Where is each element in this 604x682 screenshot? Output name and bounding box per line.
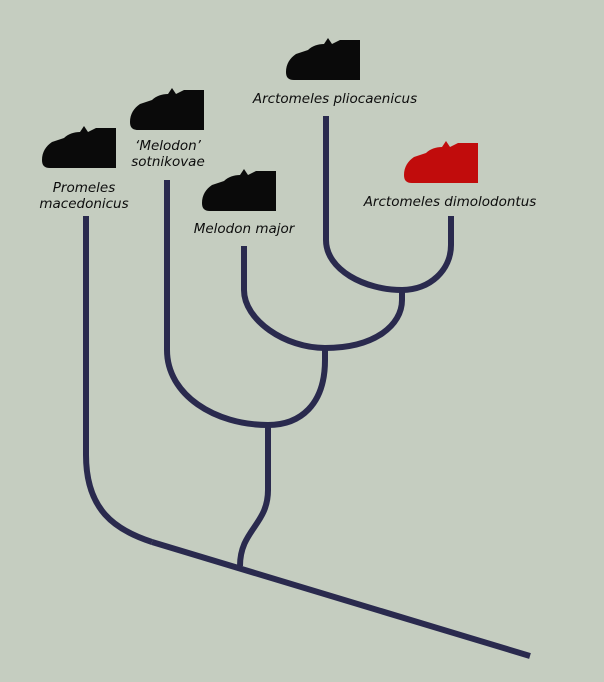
taxon-name: Melodon major	[193, 221, 295, 237]
branch-promeles	[83, 216, 153, 545]
silhouette-arctomeles-dimolodontus-icon	[404, 141, 478, 183]
branch-melodon-arctomeles	[267, 348, 328, 428]
silhouette-arctomeles-pliocaenicus-icon	[286, 38, 360, 80]
taxon-species: sotnikovae	[131, 154, 205, 170]
taxon-species: macedonicus	[39, 196, 129, 212]
branch-melodon-major	[241, 246, 326, 351]
taxon-label-melodon-major: Melodon major	[194, 221, 295, 237]
silhouette-melodon-sotnikovae-icon	[130, 88, 204, 130]
taxon-name: Arctomeles dimolodontus	[363, 194, 537, 210]
taxon-label-melodon-sotnikovae: ‘Melodon’ sotnikovae	[131, 138, 205, 170]
taxon-name: Arctomeles pliocaenicus	[252, 91, 418, 107]
taxon-label-arctomeles-pliocaenicus: Arctomeles pliocaenicus	[253, 91, 417, 107]
branch-melodon-sotnikovae	[164, 180, 269, 428]
silhouette-promeles-icon	[42, 126, 116, 168]
branch-arctomeles-clade	[324, 290, 405, 351]
branch-crown-clade	[237, 425, 271, 567]
taxon-label-arctomeles-dimolodontus: Arctomeles dimolodontus	[364, 194, 537, 210]
branch-arctomeles-dimolodontus	[401, 216, 454, 293]
taxon-label-promeles: Promeles macedonicus	[39, 180, 128, 212]
stem-branch	[151, 539, 531, 659]
branch-arctomeles-pliocaenicus	[323, 116, 403, 293]
silhouette-melodon-major-icon	[202, 169, 276, 211]
taxon-genus: ‘Melodon’	[135, 138, 201, 154]
taxon-genus: Promeles	[52, 180, 116, 196]
